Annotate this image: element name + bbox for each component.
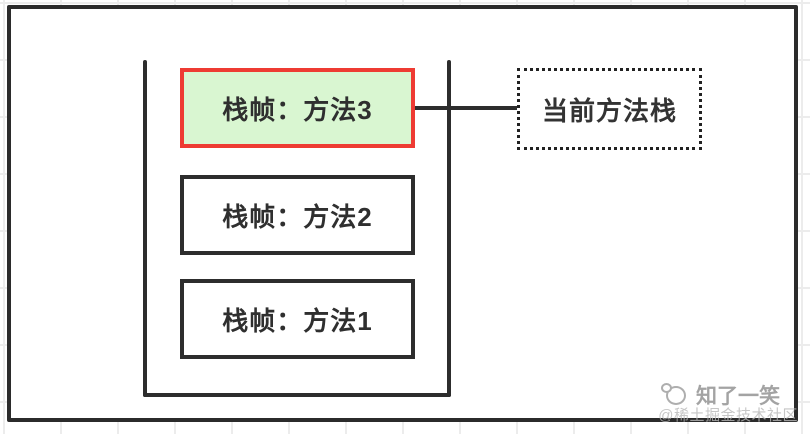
watermark-community: @稀土掘金技术社区 [658,407,798,424]
stack-bottom-wall [143,393,451,397]
stack-frame-method3: 栈帧：方法3 [180,68,415,148]
zhiliao-logo-icon [660,383,690,407]
stack-left-wall [143,60,147,397]
current-method-stack-callout: 当前方法栈 [517,68,702,150]
stack-right-wall [447,60,451,397]
current-method-stack-label: 当前方法栈 [541,95,677,126]
stack-frame-method1: 栈帧：方法1 [180,279,415,359]
stack-frame-method1-label: 栈帧：方法1 [222,305,373,336]
watermark: 知了一笑 @稀土掘金技术社区 [628,380,798,426]
stack-frame-method2-label: 栈帧：方法2 [222,201,373,232]
watermark-author: 知了一笑 [696,385,780,408]
stack-frame-method2: 栈帧：方法2 [180,175,415,255]
connector-line [415,106,518,110]
stack-frame-method3-label: 栈帧：方法3 [222,94,373,125]
